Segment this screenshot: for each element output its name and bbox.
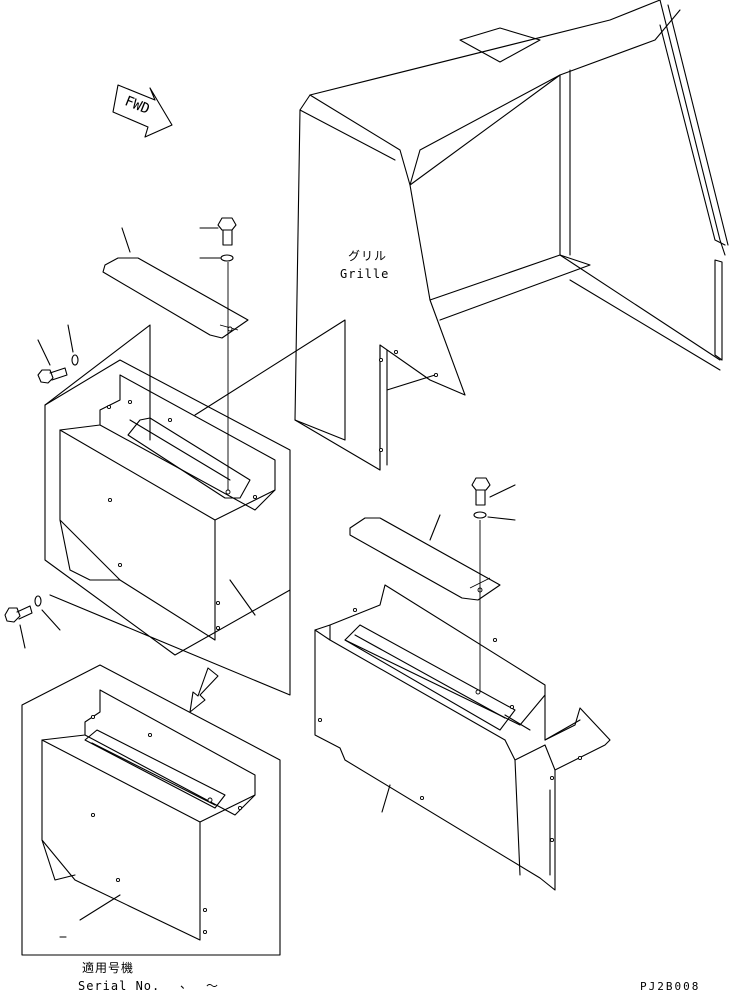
serial-note: 適用号機 Serial No. 、 〜 bbox=[78, 960, 219, 993]
serial-separator: 、 bbox=[180, 977, 193, 991]
washer-icon-left-upper bbox=[67, 324, 79, 366]
drawing-code: PJ2B008 bbox=[640, 980, 700, 993]
bolt-icon-right bbox=[471, 477, 516, 506]
grille-label-en: Grille bbox=[340, 267, 389, 281]
left-panel-backing bbox=[44, 324, 291, 696]
grille-housing bbox=[194, 0, 729, 471]
serial-label-en: Serial No. bbox=[78, 979, 160, 993]
cover-plate-right bbox=[349, 514, 501, 601]
bolt-icon-left-upper bbox=[37, 339, 68, 384]
right-box-cover bbox=[314, 584, 611, 891]
grille-label-jp: グリル bbox=[348, 249, 387, 263]
washer-icon-upper bbox=[199, 254, 234, 262]
alt-panel-backing bbox=[21, 664, 281, 956]
bolt-icon-upper bbox=[199, 217, 237, 246]
bolt-icon-left-lower bbox=[4, 605, 33, 649]
cover-plate-upper bbox=[102, 227, 249, 339]
washer-icon-right bbox=[473, 511, 516, 521]
washer-icon-left-lower bbox=[34, 595, 61, 631]
alt-box-cover bbox=[41, 689, 256, 941]
fwd-arrow-icon: FWD bbox=[112, 84, 173, 138]
serial-label-jp: 適用号機 bbox=[82, 960, 134, 975]
serial-tilde: 〜 bbox=[206, 979, 219, 993]
left-box-cover bbox=[59, 374, 276, 641]
down-arrow-icon bbox=[189, 667, 219, 713]
